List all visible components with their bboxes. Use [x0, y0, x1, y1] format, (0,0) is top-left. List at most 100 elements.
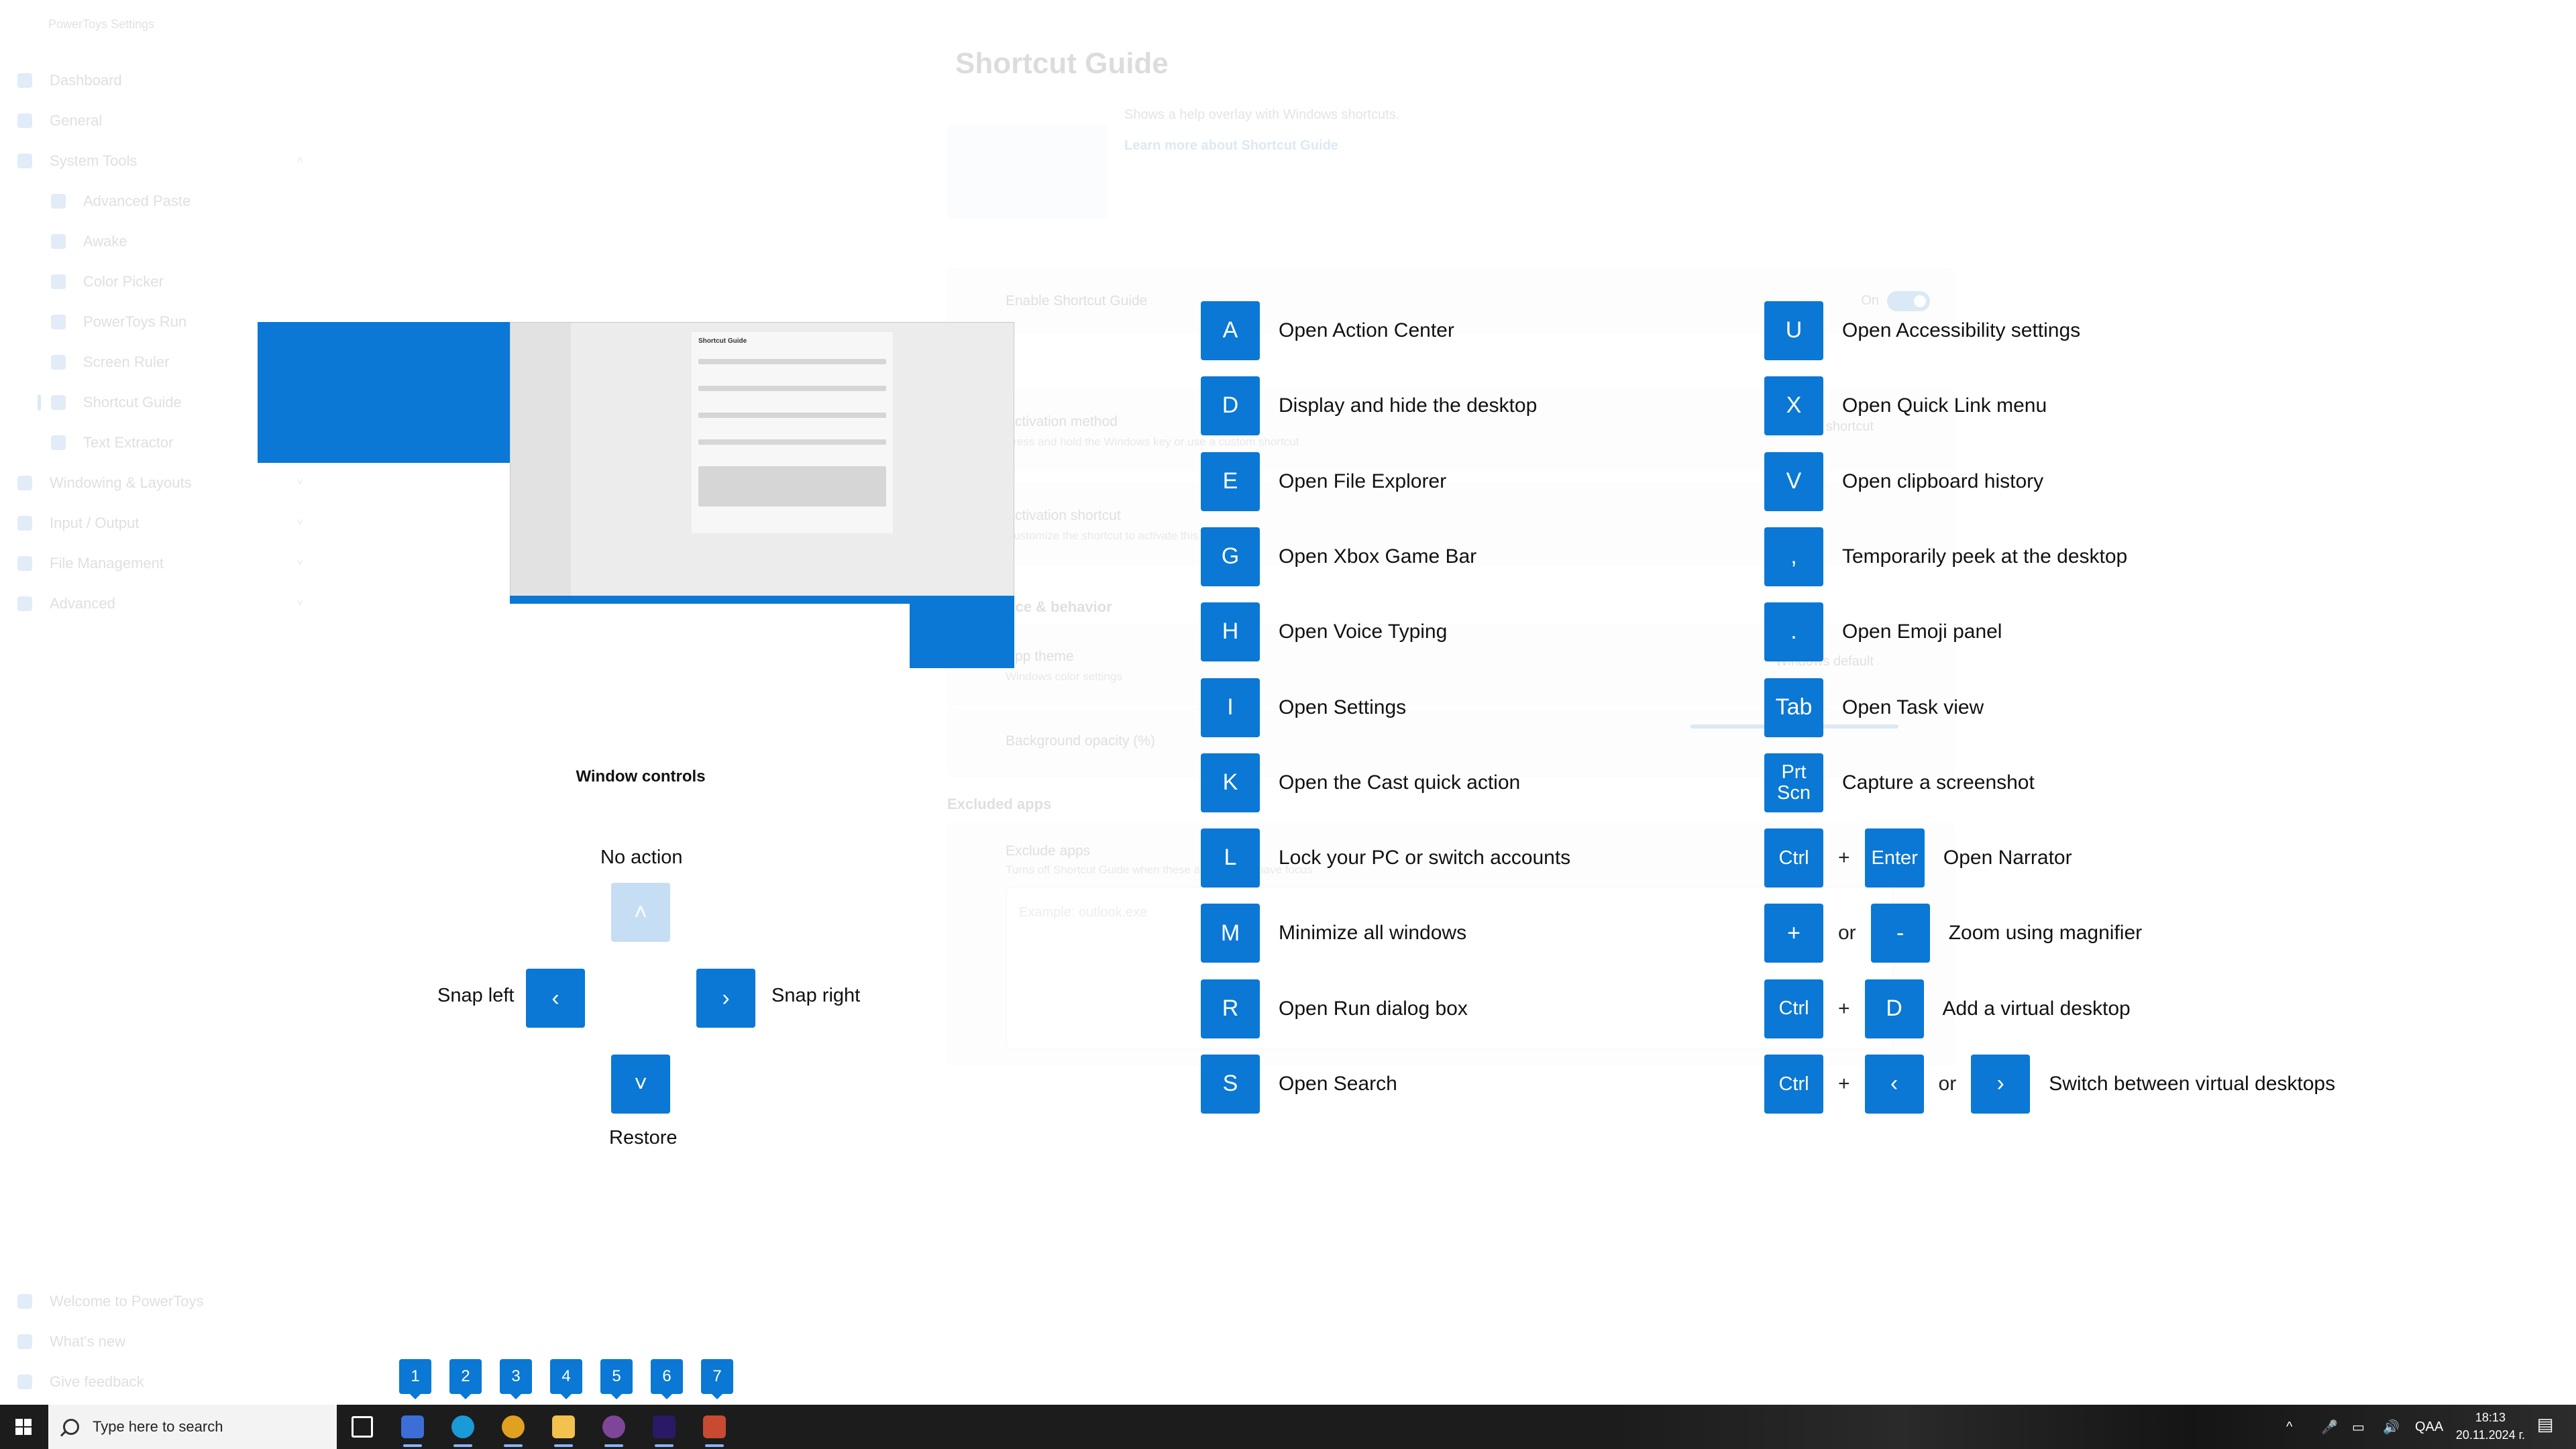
- input-output-icon: [17, 516, 32, 531]
- tor-browser-taskbar-button[interactable]: [598, 1411, 630, 1447]
- notification-icon[interactable]: ▤: [2536, 1414, 2554, 1434]
- sidebar-item-file-management[interactable]: File Management ˅: [0, 543, 315, 584]
- key-symbol: -: [1870, 904, 1930, 963]
- clock[interactable]: 18:13 20.11.2024 г.: [2456, 1409, 2525, 1444]
- sidebar-footer-what-s-new[interactable]: What's new: [0, 1322, 315, 1362]
- shortcut-description: Open Task view: [1842, 696, 1984, 718]
- key-label: U: [1785, 317, 1803, 343]
- microphone-icon[interactable]: 🎤: [2321, 1419, 2338, 1435]
- win-down-key: ˅: [611, 1055, 670, 1114]
- sidebar-footer-give-feedback[interactable]: Give feedback: [0, 1362, 315, 1402]
- key-h: H: [1201, 602, 1260, 662]
- photo-app-taskbar-button[interactable]: [698, 1411, 731, 1447]
- sidebar-item-powertoys-run[interactable]: PowerToys Run: [0, 302, 315, 342]
- chrome-icon: [502, 1415, 525, 1438]
- win-right-key: ›: [696, 969, 755, 1028]
- sidebar-item-label: Shortcut Guide: [83, 394, 182, 411]
- sidebar-item-text-extractor[interactable]: Text Extractor: [0, 423, 315, 463]
- key-symbol: ›: [1971, 1055, 2031, 1114]
- powertoys-run-icon: [51, 315, 66, 329]
- restore-label: Restore: [609, 1127, 678, 1148]
- key-k: K: [1201, 753, 1260, 812]
- windowing-layouts-icon: [17, 476, 32, 490]
- sidebar-footer-label: Give feedback: [50, 1373, 144, 1390]
- premiere-pro-taskbar-button[interactable]: [648, 1411, 680, 1447]
- sidebar-item-label: File Management: [50, 555, 164, 572]
- shortcut-description: Open clipboard history: [1842, 470, 2044, 492]
- start-button[interactable]: [0, 1405, 47, 1449]
- language-indicator[interactable]: QAA: [2415, 1419, 2444, 1434]
- sidebar-item-awake[interactable]: Awake: [0, 221, 315, 262]
- awake-icon: [51, 234, 66, 249]
- sidebar-footer-welcome-to-powertoys[interactable]: Welcome to PowerToys: [0, 1281, 315, 1322]
- enable-toggle[interactable]: [1887, 291, 1930, 311]
- taskbar-search[interactable]: [48, 1405, 337, 1449]
- section-excluded: Excluded apps: [947, 796, 1052, 812]
- window-thumbnail: Shortcut Guide: [510, 322, 1014, 604]
- chevron-down-icon: ˅: [297, 557, 303, 569]
- exclude-apps-textarea[interactable]: Example: outlook.exe: [1006, 887, 1893, 1049]
- windows-logo-icon: [15, 1419, 32, 1435]
- shortcut-description: Capture a screenshot: [1842, 771, 2035, 794]
- sidebar-item-input-output[interactable]: Input / Output˅: [0, 503, 315, 543]
- hero-image: [947, 125, 1108, 219]
- key-symbol: ‹: [1864, 1055, 1924, 1114]
- opacity-label: Background opacity (%): [1006, 733, 1155, 749]
- learn-more-link[interactable]: Learn more about Shortcut Guide: [1124, 138, 1338, 153]
- sidebar-item-system-tools[interactable]: System Tools˄: [0, 141, 315, 181]
- task-view-taskbar-button[interactable]: [346, 1411, 378, 1443]
- sidebar-item-shortcut-guide[interactable]: Shortcut Guide: [0, 382, 315, 423]
- shortcut-description: Open File Explorer: [1279, 470, 1447, 492]
- sidebar-item-general[interactable]: General: [0, 101, 315, 141]
- theme-label: App theme: [1006, 649, 1074, 664]
- key-label: E: [1222, 468, 1238, 494]
- key-label: ›: [1996, 1071, 2004, 1097]
- sidebar-item-color-picker[interactable]: Color Picker: [0, 262, 315, 302]
- plus-separator: +: [1838, 1073, 1850, 1095]
- volume-icon[interactable]: 🔊: [2383, 1419, 2400, 1435]
- sidebar-item-windowing-layouts[interactable]: Windowing & Layouts˅: [0, 463, 315, 503]
- edge-icon: [451, 1415, 474, 1438]
- desktop-key-4: 4: [550, 1359, 582, 1399]
- sidebar-item-label: Screen Ruler: [83, 354, 170, 370]
- key-label: K: [1222, 769, 1238, 795]
- shortcut-row: ,Temporarily peek at the desktop: [1764, 527, 2127, 586]
- taskbar: ^ 🎤 ▭ 🔊 QAA 18:13 20.11.2024 г. ▤: [0, 1405, 2576, 1449]
- page-title: Shortcut Guide: [955, 47, 1169, 80]
- key-tab: Tab: [1764, 678, 1823, 737]
- shortcut-row: .Open Emoji panel: [1764, 602, 2002, 662]
- file-explorer-taskbar-button[interactable]: [547, 1411, 580, 1447]
- search-input[interactable]: [91, 1417, 309, 1436]
- key-ctrl: Ctrl: [1764, 1055, 1823, 1114]
- powertoys-taskbar-button[interactable]: [396, 1411, 429, 1447]
- network-icon[interactable]: ▭: [2352, 1419, 2365, 1435]
- chrome-taskbar-button[interactable]: [497, 1411, 529, 1447]
- shortcut-description: Open Run dialog box: [1279, 997, 1468, 1020]
- sidebar-item-screen-ruler[interactable]: Screen Ruler: [0, 342, 315, 382]
- edge-taskbar-button[interactable]: [447, 1411, 479, 1447]
- clock-time: 18:13: [2475, 1411, 2506, 1424]
- key-symbol: .: [1764, 602, 1823, 662]
- activation-method-sub: Press and hold the Windows key or use a …: [1006, 435, 1299, 448]
- shortcut-description: Open Action Center: [1279, 319, 1454, 341]
- key-ctrl: Ctrl: [1764, 979, 1823, 1038]
- snap-right-label: Snap right: [771, 985, 861, 1006]
- key-label: X: [1786, 392, 1802, 419]
- theme-sub[interactable]: Windows color settings: [1006, 670, 1122, 683]
- or-separator: or: [1838, 922, 1856, 945]
- sidebar-item-dashboard[interactable]: Dashboard: [0, 60, 315, 101]
- activation-shortcut-sub: Customize the shortcut to activate this …: [1006, 529, 1239, 542]
- shortcut-description: Zoom using magnifier: [1948, 922, 2143, 945]
- tray-chevron[interactable]: ^: [2286, 1419, 2293, 1434]
- snap-zone-corner: [910, 604, 1014, 668]
- sidebar-item-advanced[interactable]: Advanced˅: [0, 584, 315, 624]
- sidebar-item-advanced-paste[interactable]: Advanced Paste: [0, 181, 315, 221]
- sidebar-item-label: PowerToys Run: [83, 313, 187, 330]
- exclude-placeholder: Example: outlook.exe: [1019, 905, 1148, 920]
- plus-separator: +: [1838, 997, 1850, 1020]
